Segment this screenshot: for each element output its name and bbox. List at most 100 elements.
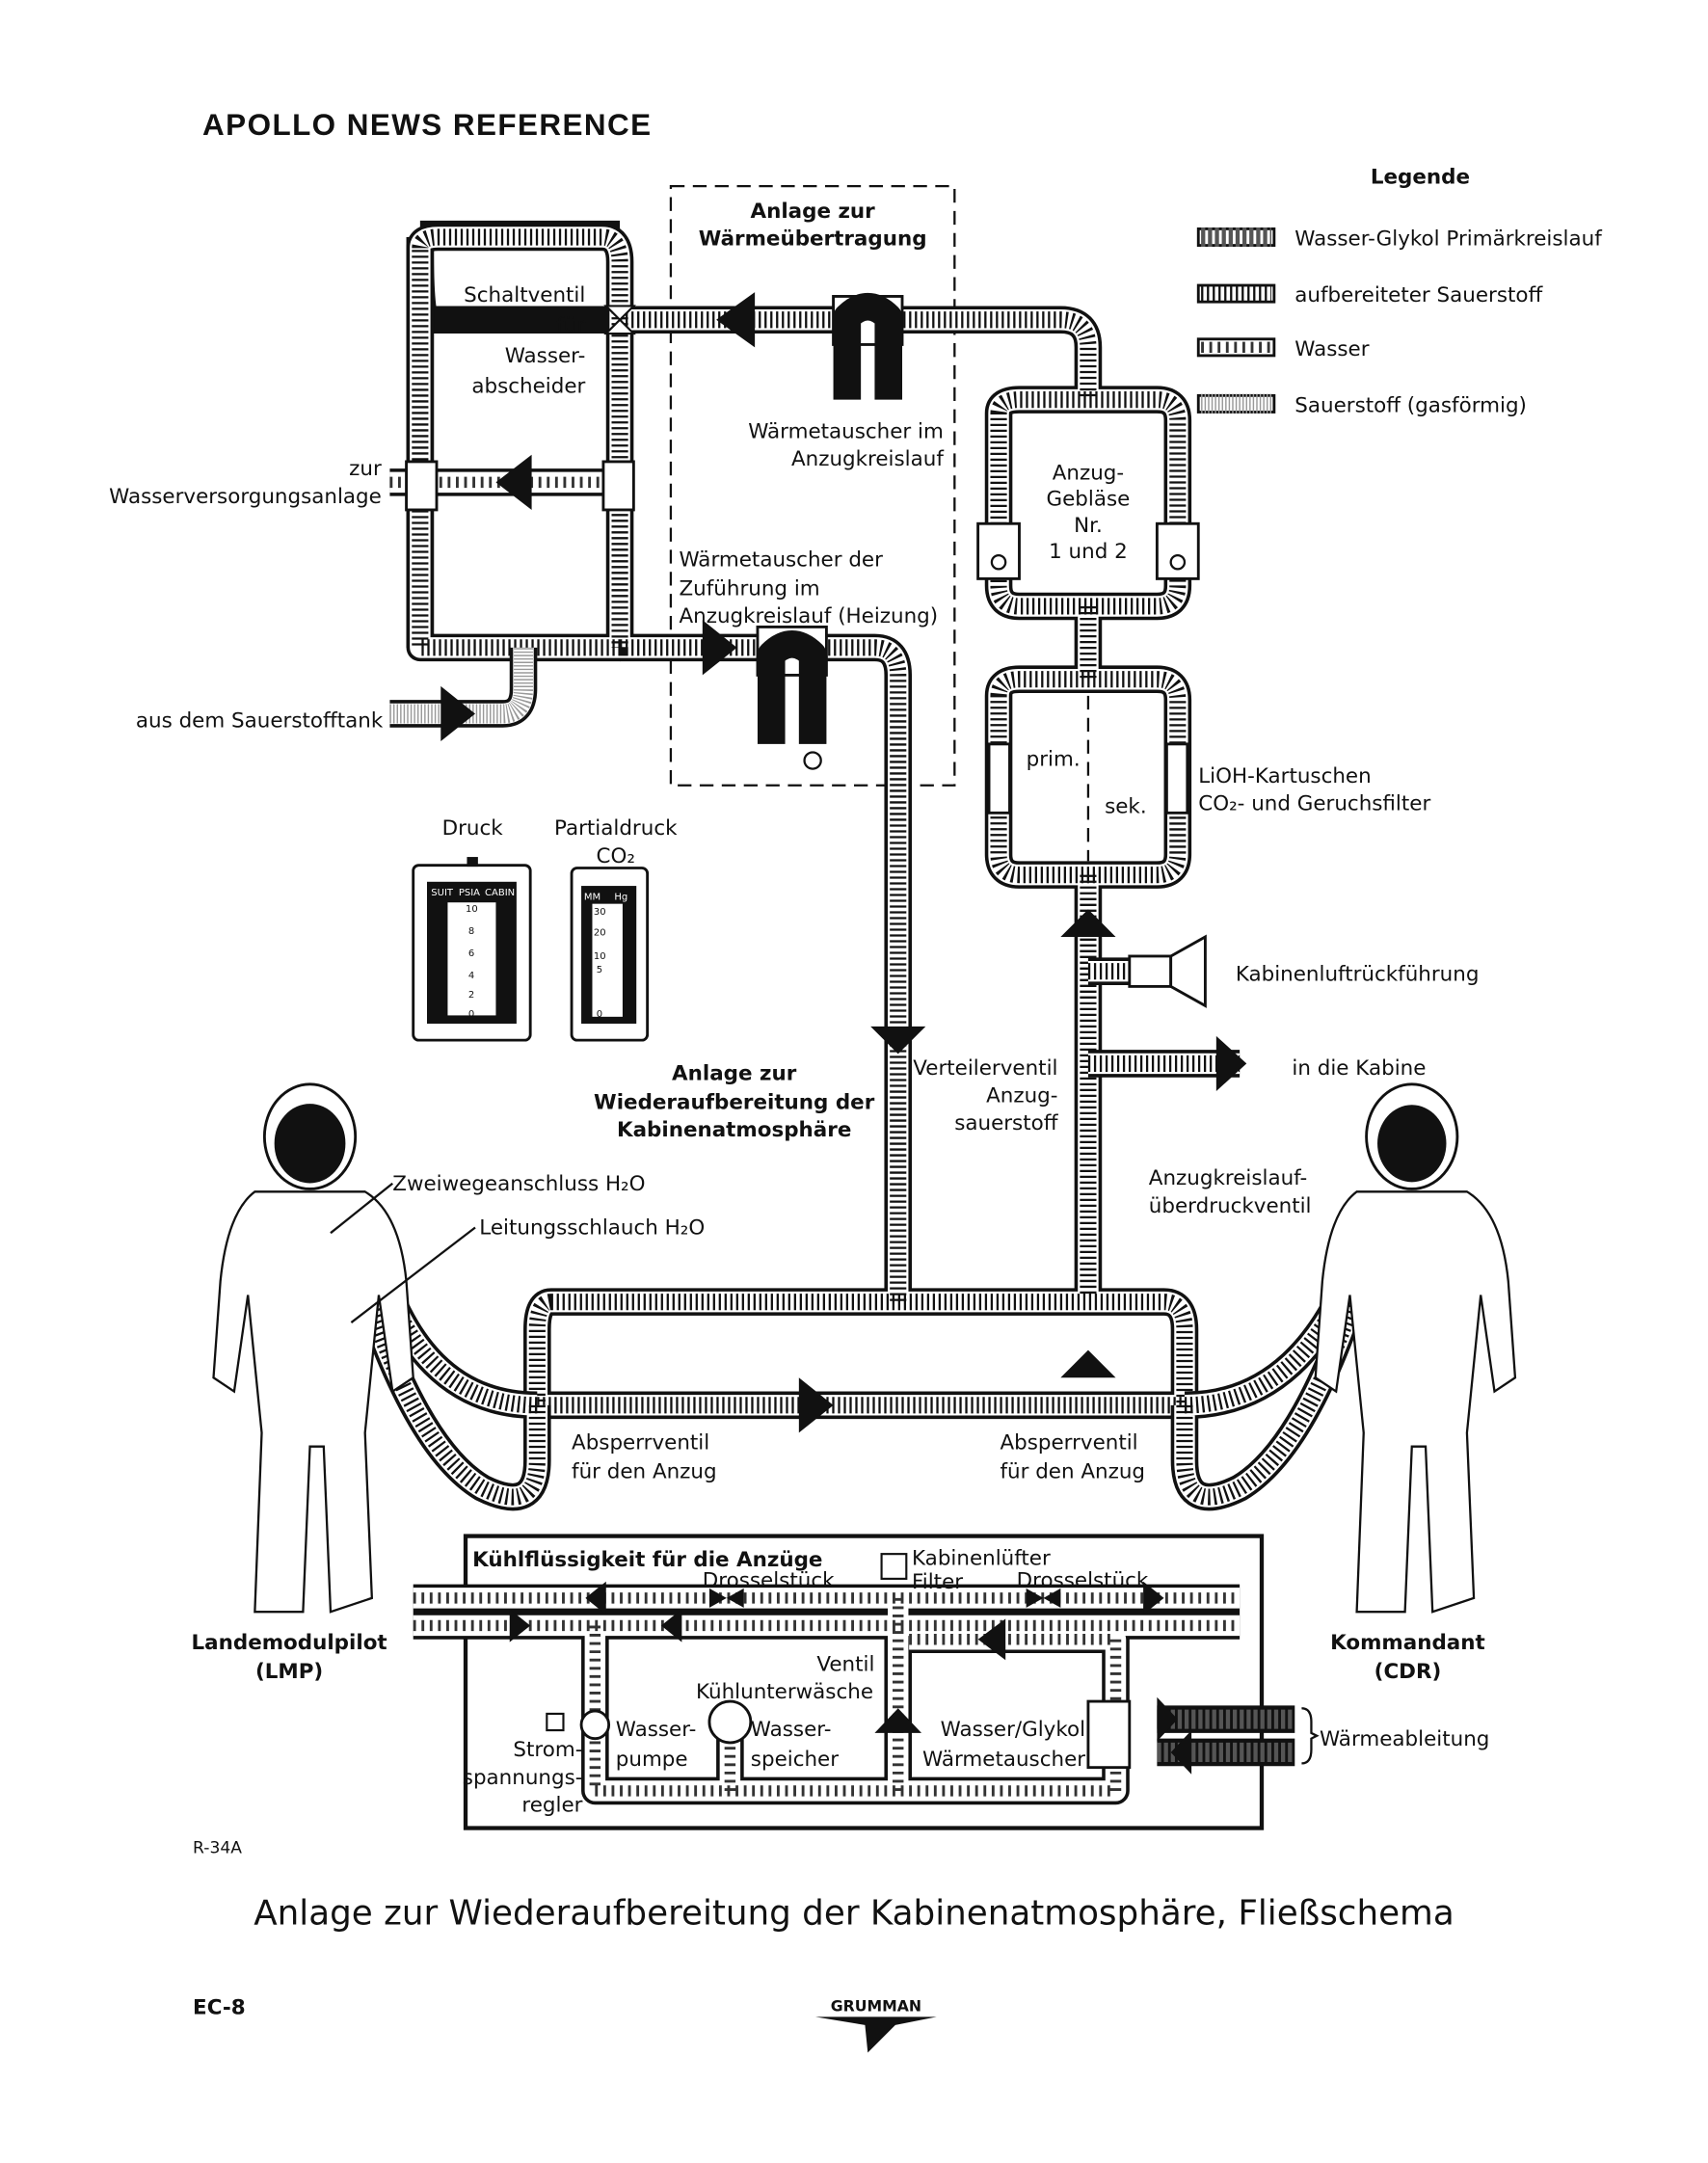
gauge-header: Hg xyxy=(614,892,627,902)
pressure-gauge: SUIT PSIA CABIN 10 8 6 4 2 0 xyxy=(412,857,532,1042)
label: Wasserversorgungsanlage xyxy=(109,485,382,509)
figure-caption: Anlage zur Wiederaufbereitung der Kabine… xyxy=(254,1894,1454,1934)
astronaut-cdr xyxy=(1314,1082,1517,1614)
water-separator-valve xyxy=(603,305,636,335)
heat-transfer-title: Wärmeübertragung xyxy=(699,227,927,252)
label: Zuführung im xyxy=(680,577,820,601)
label: Anzugkreislauf- xyxy=(1149,1166,1307,1190)
heat-exchanger-suit xyxy=(832,292,904,400)
label: Wasser- xyxy=(505,344,586,368)
label: Strom- xyxy=(513,1738,582,1762)
label: CO₂- und Geruchsfilter xyxy=(1198,791,1430,815)
co2-gauge: MM Hg 30 20 10 5 0 xyxy=(570,867,650,1042)
label: Wärmetauscher xyxy=(922,1748,1085,1772)
label: Schaltventil xyxy=(464,283,585,307)
label: Anzugkreislauf (Heizung) xyxy=(680,604,939,628)
label: aus dem Sauerstofftank xyxy=(136,709,384,734)
astronaut-lmp xyxy=(212,1082,476,1614)
label: Absperrventil xyxy=(1000,1431,1137,1455)
label: Landemodulpilot xyxy=(192,1631,387,1655)
label: Partialdruck xyxy=(554,816,678,841)
gauge-header: MM xyxy=(584,892,600,902)
label: pumpe xyxy=(616,1748,688,1772)
label: Gebläse xyxy=(1047,488,1131,512)
legend-label: Wasser xyxy=(1294,337,1369,361)
gauge-tick: 5 xyxy=(597,965,602,975)
legend-title: Legende xyxy=(1371,165,1470,189)
label: Wärmetauscher im xyxy=(748,420,944,444)
label: Kabinenlüfter xyxy=(912,1547,1051,1571)
gauge-tick: 0 xyxy=(597,1009,602,1020)
label: regler xyxy=(521,1793,582,1817)
system-title: Kabinenatmosphäre xyxy=(617,1118,851,1142)
label: für den Anzug xyxy=(1000,1460,1145,1484)
heat-transfer-boundary xyxy=(669,184,956,787)
oxygen-pipes xyxy=(344,220,1377,1511)
legend-swatch-oxygen xyxy=(1196,283,1276,304)
label: Anzug- xyxy=(1053,462,1124,486)
coolant-title: Kühlflüssigkeit für die Anzüge xyxy=(472,1548,822,1572)
label: Filter xyxy=(912,1570,963,1594)
gauge-tick: 10 xyxy=(594,951,606,962)
system-title: Anlage zur xyxy=(672,1062,797,1086)
lioh-cartridges xyxy=(987,695,1189,862)
gauge-tick: 4 xyxy=(468,971,474,981)
label: LiOH-Kartuschen xyxy=(1198,764,1371,788)
label: Nr. xyxy=(1074,514,1103,538)
gauge-tick: 30 xyxy=(594,907,606,918)
label: Kabinenluftrückführung xyxy=(1236,963,1480,987)
label: CO₂ xyxy=(597,844,635,868)
label: Wasser- xyxy=(616,1718,697,1742)
gauge-header: PSIA xyxy=(459,888,480,898)
label: Absperrventil xyxy=(572,1431,709,1455)
label: speicher xyxy=(751,1748,839,1772)
labels: Schaltventil für Wasser- abscheider zur … xyxy=(109,283,1489,1817)
label: Wärmeableitung xyxy=(1320,1727,1489,1751)
label: Kommandant xyxy=(1330,1631,1485,1655)
label: Ventil xyxy=(816,1653,874,1677)
gauge-tick: 2 xyxy=(468,990,474,1001)
label: Drosselstück xyxy=(1017,1568,1149,1592)
label: für den Anzug xyxy=(572,1460,717,1484)
figure-id: R-34A xyxy=(193,1838,242,1857)
label: Anzugkreislauf xyxy=(791,447,944,471)
label: in die Kabine xyxy=(1292,1056,1426,1081)
page-number: EC-8 xyxy=(193,1995,246,2019)
label: Wärmetauscher der xyxy=(680,548,884,573)
oxygen-tank-line xyxy=(389,647,538,728)
gauge-tick: 8 xyxy=(468,926,474,937)
legend-label: Wasser-Glykol Primärkreislauf xyxy=(1294,227,1602,252)
label: Zweiwegeanschluss H₂O xyxy=(392,1172,645,1196)
label: spannungs- xyxy=(463,1766,583,1790)
label: Kühlunterwäsche xyxy=(696,1680,873,1704)
label: Druck xyxy=(442,816,504,841)
legend: Legende Wasser-Glykol Primärkreislauf au… xyxy=(1196,165,1602,417)
label: (LMP) xyxy=(255,1660,323,1684)
grumman-logo: GRUMMAN xyxy=(814,1997,937,2053)
label: Wasser- xyxy=(751,1718,832,1742)
legend-swatch-gas xyxy=(1196,393,1276,414)
label: sek. xyxy=(1105,794,1147,818)
legend-label: aufbereiteter Sauerstoff xyxy=(1294,283,1543,307)
label: sauerstoff xyxy=(954,1111,1059,1135)
gauge-header: SUIT xyxy=(431,888,454,898)
logo-text: GRUMMAN xyxy=(831,1997,921,2016)
cabin-return-inlet xyxy=(1128,934,1207,1008)
water-separators xyxy=(405,460,635,512)
heat-transfer-title: Anlage zur xyxy=(751,200,876,224)
label: abscheider xyxy=(471,374,585,398)
legend-label: Sauerstoff (gasförmig) xyxy=(1294,393,1527,417)
label: Drosselstück xyxy=(703,1568,835,1592)
gauge-tick: 20 xyxy=(594,928,606,939)
flow-arrows xyxy=(440,292,1247,1433)
label: Anzug- xyxy=(986,1083,1057,1108)
label: zur xyxy=(349,457,382,481)
header-title: APOLLO NEWS REFERENCE xyxy=(202,108,652,142)
label: Wasser/Glykol xyxy=(941,1718,1085,1742)
label: für xyxy=(556,314,585,338)
gauge-tick: 6 xyxy=(468,948,474,959)
label: überdruckventil xyxy=(1149,1194,1312,1218)
gauge-tick: 0 xyxy=(468,1009,474,1020)
heat-exchanger-heater xyxy=(756,625,828,770)
